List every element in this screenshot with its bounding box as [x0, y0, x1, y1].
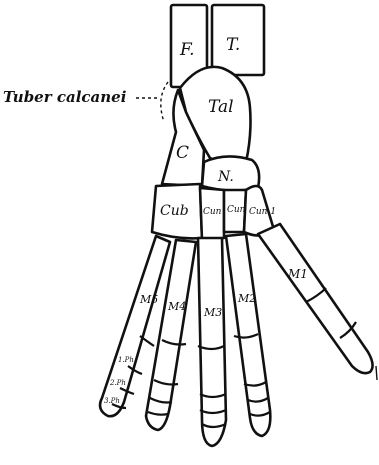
phalanx-2-label: 2.Ph — [109, 379, 126, 387]
margin-mark — [376, 366, 377, 380]
navicular: N. — [202, 156, 259, 190]
tibia: T. — [212, 5, 264, 75]
metatarsal-5-label: M5 — [139, 293, 158, 306]
digit-2: M2 — [226, 234, 270, 436]
cuboid: Cub — [152, 184, 202, 238]
tibia-label: T. — [226, 35, 240, 55]
tuber-calcanei-label: Tuber calcanei — [3, 88, 127, 106]
cuboid-label: Cub — [160, 203, 189, 219]
cuneiform-1-label: Cun 1 — [249, 207, 276, 217]
phalanx-3-label: 3.Ph — [104, 397, 120, 405]
talus-label: Tal — [208, 97, 234, 117]
metatarsal-3-label: M3 — [203, 306, 222, 319]
metatarsal-4-label: M4 — [167, 300, 186, 313]
tuber-calcanei-annotation: Tuber calcanei — [3, 82, 168, 122]
metatarsal-1-label: M1 — [287, 267, 308, 281]
fibula-label: F. — [179, 40, 195, 60]
digit-3: M3 — [198, 238, 226, 446]
phalanx-1-label: 1.Ph — [118, 356, 134, 364]
calcaneus-label: C — [176, 143, 189, 163]
digit-1: M1 — [258, 224, 373, 373]
metatarsal-2-label: M2 — [237, 292, 256, 305]
navicular-label: N. — [217, 169, 234, 185]
